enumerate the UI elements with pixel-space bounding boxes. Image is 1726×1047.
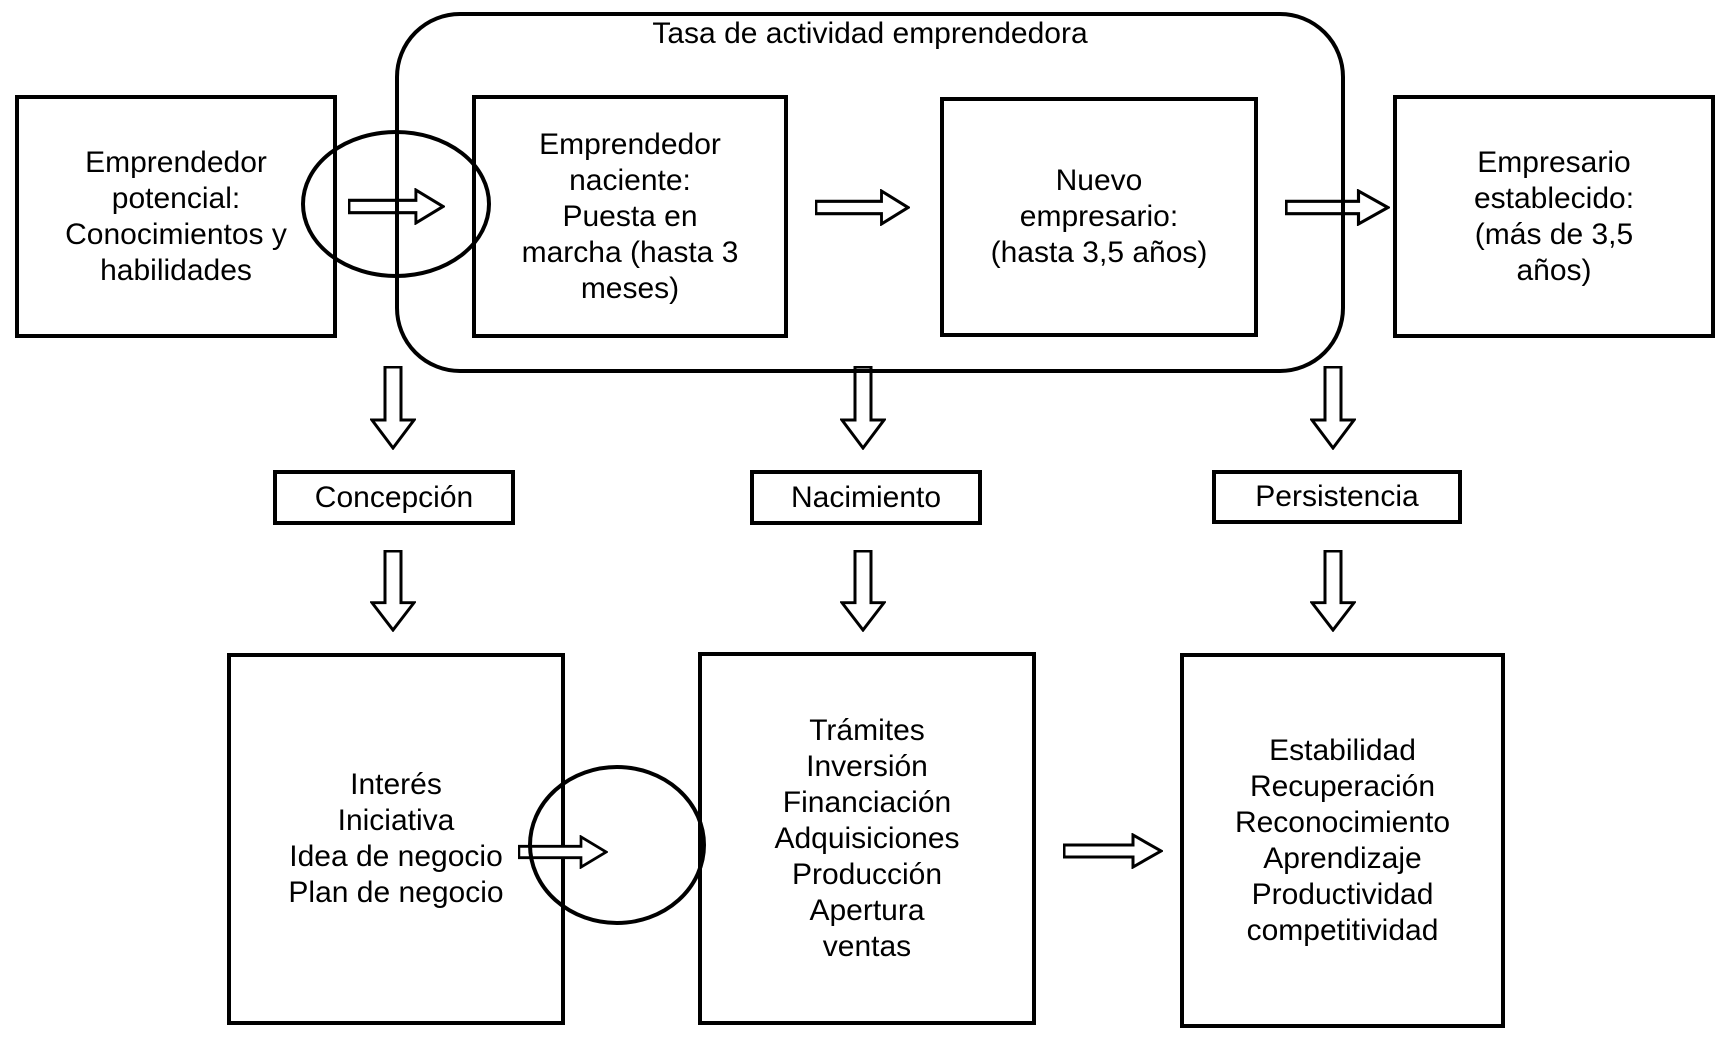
arrow-down-icon bbox=[370, 550, 416, 632]
detail-box-persistencia: Estabilidad Recuperación Reconocimiento … bbox=[1180, 653, 1505, 1028]
detail-box-nacimiento: Trámites Inversión Financiación Adquisic… bbox=[698, 652, 1036, 1025]
arrow-down-icon bbox=[1310, 550, 1356, 632]
stage-box-naciente: Emprendedor naciente: Puesta en marcha (… bbox=[472, 95, 788, 338]
phase-label-concepcion: Concepción bbox=[273, 470, 515, 525]
arrow-right-icon bbox=[815, 189, 910, 226]
emphasis-circle bbox=[301, 130, 491, 278]
detail-box-concepcion: Interés Iniciativa Idea de negocio Plan … bbox=[227, 653, 565, 1025]
arrow-down-icon bbox=[840, 366, 886, 450]
tae-frame-title: Tasa de actividad emprendedora bbox=[652, 17, 1088, 50]
tae-frame bbox=[395, 12, 1345, 373]
phase-label-nacimiento: Nacimiento bbox=[750, 470, 982, 525]
stage-box-establecido: Empresario establecido: (más de 3,5 años… bbox=[1393, 95, 1715, 338]
arrow-down-icon bbox=[1310, 366, 1356, 450]
arrow-right-icon bbox=[1285, 189, 1390, 226]
emphasis-circle bbox=[528, 765, 706, 925]
arrow-down-icon bbox=[370, 366, 416, 450]
phase-label-persistencia: Persistencia bbox=[1212, 470, 1462, 524]
arrow-down-icon bbox=[840, 550, 886, 632]
arrow-right-icon bbox=[1063, 833, 1163, 869]
stage-box-potencial: Emprendedor potencial: Conocimientos y h… bbox=[15, 95, 337, 338]
stage-box-nuevo-empresario: Nuevo empresario: (hasta 3,5 años) bbox=[940, 97, 1258, 337]
